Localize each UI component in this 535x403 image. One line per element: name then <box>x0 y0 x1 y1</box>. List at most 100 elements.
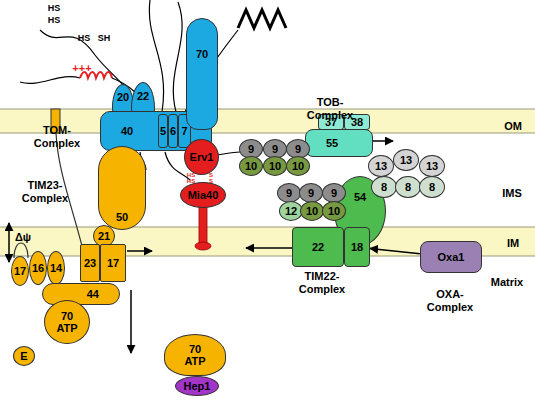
subunit-number: 14 <box>50 262 62 274</box>
text-label: TOB-Complex <box>303 96 357 122</box>
subunit-number: 22 <box>312 241 324 253</box>
lateral-arrow <box>127 250 152 252</box>
subunit-number: 40 <box>121 125 133 137</box>
text-label: TIM22-Complex <box>295 270 349 296</box>
protein-subunit: 22 <box>292 227 344 267</box>
protein-subunit: 9 <box>277 183 301 203</box>
hsp70-oval: 70 ATP <box>44 300 90 344</box>
protein-subunit: 10 <box>239 156 263 176</box>
mia40-anchor <box>195 242 211 250</box>
text-label: S <box>206 172 216 178</box>
precursor-chain <box>40 30 140 112</box>
text-label: SH <box>94 33 114 44</box>
subunit-number: 9 <box>308 187 314 199</box>
subunit-number: 13 <box>375 160 387 172</box>
subunit-number: 44 <box>87 288 99 300</box>
subunit-number: 13 <box>400 154 412 166</box>
text-label: OM <box>496 120 530 133</box>
subunit-number: 10 <box>306 205 318 217</box>
protein-subunit: 44 <box>42 283 120 305</box>
protein-subunit: 23 <box>80 244 100 282</box>
text-label: OXA-Complex <box>423 288 477 314</box>
matrix-arrow <box>130 290 132 353</box>
protein-subunit: 6 <box>168 114 178 148</box>
protein-subunit: 18 <box>344 227 370 267</box>
protein-subunit: 8 <box>395 176 421 198</box>
subunit-number: 10 <box>269 160 281 172</box>
erv1-oval: Erv1 <box>184 139 219 175</box>
protein-subunit: 10 <box>322 201 346 221</box>
protein-subunit: 50 <box>98 146 146 230</box>
hsp70-oval: 70 ATP <box>164 334 226 376</box>
subunit-number: 21 <box>98 230 110 242</box>
text-label: HS <box>44 3 64 14</box>
subunit-number: 9 <box>248 143 254 155</box>
text-label: IMS <box>494 187 530 200</box>
text-label: Δψ <box>12 231 34 244</box>
subunit-number: 55 <box>326 137 338 149</box>
protein-subunit: 9 <box>322 183 346 203</box>
subunit-number: 7 <box>181 125 187 137</box>
subunit-number: 6 <box>170 125 176 137</box>
subunit-number: 54 <box>354 191 366 203</box>
subunit-number: 70 ATP <box>54 310 80 334</box>
subunit-number: Oxa1 <box>438 251 465 263</box>
subunit-number: 70 ATP <box>182 343 208 367</box>
protein-subunit: 10 <box>263 156 287 176</box>
subunit-number: 5 <box>160 125 166 137</box>
subunit-number: 8 <box>405 181 411 193</box>
subunit-number: 18 <box>351 241 363 253</box>
subunit-number: 9 <box>286 187 292 199</box>
subunit-number: 8 <box>429 181 435 193</box>
beta-hairpin <box>238 10 286 28</box>
text-label: HS <box>184 178 198 184</box>
protein-subunit: E <box>13 346 35 366</box>
protein-subunit: 10 <box>286 156 310 176</box>
subunit-number: 17 <box>107 257 119 269</box>
protein-subunit: 5 <box>158 114 168 148</box>
text-label: Matrix <box>484 276 530 289</box>
subunit-number: 17 <box>14 265 26 277</box>
subunit-number: 13 <box>426 160 438 172</box>
subunit-number: 8 <box>381 181 387 193</box>
mia40-oval: Mia40 <box>180 182 226 208</box>
protein-subunit: 13 <box>393 149 419 171</box>
text-label: +++ <box>68 62 96 75</box>
text-label: IM <box>500 237 526 250</box>
subunit-number: 20 <box>117 91 129 103</box>
text-label: HS <box>44 15 64 26</box>
protein-subunit: 9 <box>299 183 323 203</box>
protein-subunit: 70 <box>186 18 218 130</box>
protein-subunit: 17 <box>11 256 29 286</box>
protein-subunit: 55 <box>305 129 373 157</box>
hep1-oval: Hep1 <box>175 376 219 396</box>
text-label: S <box>206 178 216 184</box>
text-label: TOM-Complex <box>30 124 84 150</box>
subunit-number: 23 <box>84 257 96 269</box>
subunit-number: Hep1 <box>184 380 211 392</box>
lateral-arrow <box>373 140 393 142</box>
subunit-number: 9 <box>295 143 301 155</box>
protein-subunit: 10 <box>300 201 324 221</box>
protein-subunit: 17 <box>100 244 126 282</box>
subunit-number: 10 <box>328 205 340 217</box>
protein-subunit: 13 <box>419 155 445 177</box>
subunit-number: 10 <box>245 160 257 172</box>
potential-arrow <box>8 223 10 262</box>
subunit-number: E <box>20 350 27 362</box>
oxa1-box: Oxa1 <box>420 241 482 273</box>
text-label: HS <box>74 33 94 44</box>
subunit-number: 70 <box>196 48 208 60</box>
subunit-number: 16 <box>32 262 44 274</box>
subunit-number: Erv1 <box>190 151 214 163</box>
subunit-number: 12 <box>285 205 297 217</box>
text-label: HS <box>184 172 198 178</box>
subunit-number: 22 <box>137 90 149 102</box>
protein-subunit: 14 <box>47 251 65 285</box>
protein-subunit: 16 <box>29 251 47 285</box>
mia40-anchor <box>199 205 207 245</box>
protein-subunit: 8 <box>371 176 397 198</box>
